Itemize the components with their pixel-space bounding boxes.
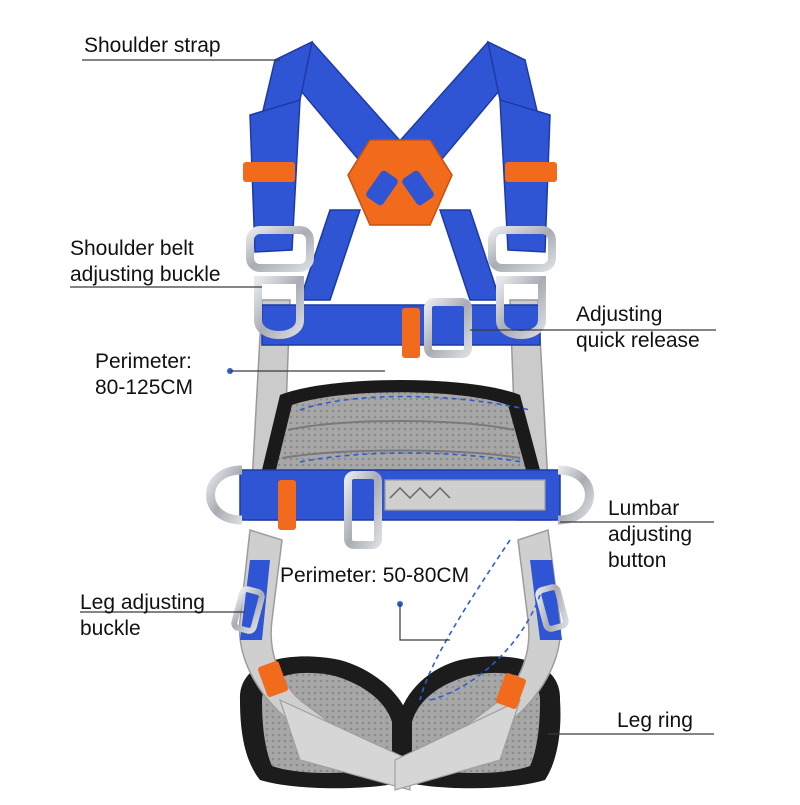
label-shoulder-strap: Shoulder strap: [84, 33, 221, 59]
label-perimeter-upper-line1: Perimeter:: [95, 350, 192, 373]
chest-plate: [347, 139, 453, 226]
label-leg-ring: Leg ring: [617, 708, 693, 734]
shoulder-buckles: [246, 226, 556, 339]
leg-buckles: [231, 584, 569, 634]
label-perimeter-upper-line2: 80-125CM: [95, 376, 194, 399]
label-leg-buckle-line2: buckle: [80, 617, 141, 640]
waist-belt: [206, 465, 594, 549]
pointer-lines: [70, 59, 716, 735]
label-leg-buckle-line1: Leg adjusting: [80, 591, 205, 614]
label-lumbar-line3: button: [608, 549, 667, 572]
label-shoulder-belt-line2: adjusting buckle: [70, 263, 221, 286]
label-adjusting-line1: Adjusting: [576, 303, 663, 326]
perimeter-arrows: [299, 395, 541, 701]
label-lumbar-adjusting-button: Lumbar adjusting button: [608, 496, 692, 574]
label-adjusting-quick-release: Adjusting quick release: [576, 302, 700, 354]
label-perimeter-lower-text: Perimeter: 50-80CM: [280, 564, 470, 587]
label-perimeter-lower: Perimeter: 50-80CM: [280, 563, 469, 589]
label-shoulder-belt-line1: Shoulder belt: [70, 237, 194, 260]
label-perimeter-upper: Perimeter: 80-125CM: [95, 349, 193, 401]
label-lumbar-line2: adjusting: [608, 523, 693, 546]
label-shoulder-belt-buckle: Shoulder belt adjusting buckle: [70, 236, 221, 288]
label-shoulder-strap-text: Shoulder strap: [84, 34, 221, 57]
label-leg-adjusting-buckle: Leg adjusting buckle: [80, 590, 205, 642]
label-lumbar-line1: Lumbar: [608, 497, 680, 520]
label-leg-ring-text: Leg ring: [617, 709, 693, 732]
leg-webbing: [238, 529, 562, 791]
label-adjusting-line2: quick release: [576, 329, 700, 352]
